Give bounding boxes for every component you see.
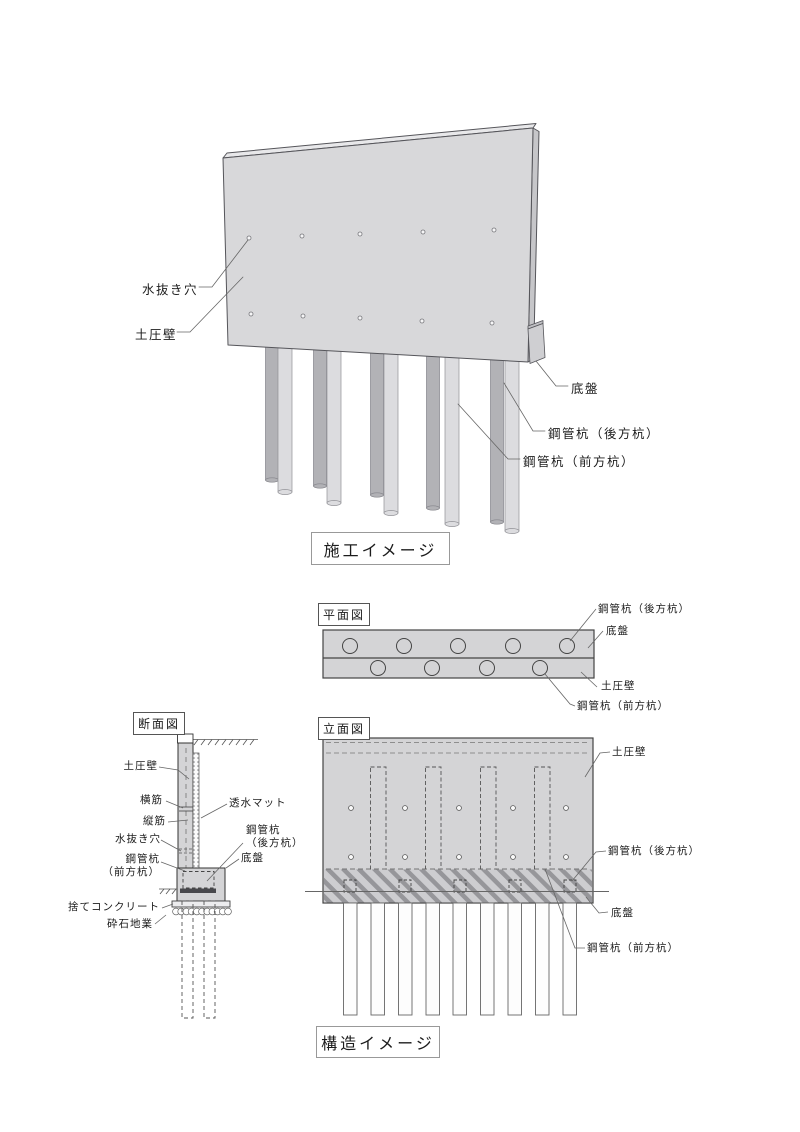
label-3d-drain-hole: 水抜き穴 (141, 282, 198, 297)
leaders-3d (176, 239, 569, 460)
label-plan-rear-pile: 鋼管杭（後方杭） (598, 603, 690, 615)
label-elevation-front-pile: 鋼管杭（前方杭） (587, 942, 679, 954)
label-plan-earth-pressure-wall: 土圧壁 (601, 680, 636, 692)
label-section-horizontal-rebar: 横筋 (140, 794, 163, 806)
label-elevation-earth-pressure-wall: 土圧壁 (612, 746, 647, 758)
label-plan-base-slab: 底盤 (606, 625, 629, 637)
label-section-base-slab: 底盤 (241, 852, 264, 864)
leaders-elevation (544, 751, 611, 949)
label-section-vertical-rebar: 縦筋 (143, 815, 166, 827)
section-view-drawing (154, 726, 258, 1019)
title-elevation-view: 立面図 (318, 717, 370, 740)
elevation-piles (343, 902, 577, 1016)
front-piles-3d (277, 347, 520, 534)
label-3d-rear-pile: 鋼管杭（後方杭） (548, 426, 661, 441)
label-plan-front-pile: 鋼管杭（前方杭） (577, 700, 669, 712)
plan-rear-pile-circles (342, 638, 575, 654)
ground-symbol-back (193, 739, 258, 746)
elevation-view-drawing (305, 737, 611, 1016)
elevation-drain-holes (348, 805, 569, 860)
label-section-crushed-stone: 砕石地業 (107, 918, 153, 930)
label-3d-earth-pressure-wall: 土圧壁 (134, 327, 177, 342)
elevation-rear-pile-heads (343, 879, 577, 893)
label-3d-front-pile: 鋼管杭（前方杭） (523, 454, 636, 469)
construction-3d-view (176, 123, 569, 534)
section-front-pile-bar (180, 888, 216, 893)
label-section-front-pile: 鋼管杭 （前方杭） (102, 853, 160, 878)
label-elevation-base-slab: 底盤 (611, 907, 634, 919)
ground-symbol-front (159, 888, 177, 895)
title-plan-view: 平面図 (318, 603, 370, 626)
label-section-permeable-mat: 透水マット (229, 797, 287, 809)
label-3d-base-slab: 底盤 (571, 381, 600, 396)
section-crushed-stone (172, 907, 232, 916)
label-elevation-rear-pile: 鋼管杭（後方杭） (608, 845, 700, 857)
elevation-top-dashed-lines (326, 742, 590, 754)
label-section-rear-pile: 鋼管杭 （後方杭） (246, 824, 304, 849)
section-permeable-mat (192, 752, 200, 869)
plan-front-pile-circles (370, 660, 548, 676)
label-section-leveling-concrete: 捨てコンクリート (68, 901, 160, 913)
caption-structure-image: 構造イメージ (316, 1026, 440, 1058)
label-section-earth-pressure-wall: 土圧壁 (123, 760, 158, 772)
section-drain-hole (179, 848, 193, 854)
caption-construction-image: 施工イメージ (311, 532, 450, 565)
plan-view-drawing (322, 608, 604, 707)
section-rear-pile-head (182, 871, 215, 889)
section-wall (177, 742, 194, 890)
leaders-plan (544, 608, 604, 707)
section-piles (181, 900, 216, 1019)
title-section-view: 断面図 (133, 712, 185, 735)
section-leveling-concrete (171, 900, 231, 908)
section-base-slab (176, 867, 226, 902)
label-section-drain-hole: 水抜き穴 (115, 833, 161, 845)
rear-piles-3d (265, 346, 504, 525)
drain-holes-3d (246, 227, 497, 326)
earth-pressure-wall-3d (222, 123, 546, 364)
leaders-section (154, 766, 244, 925)
